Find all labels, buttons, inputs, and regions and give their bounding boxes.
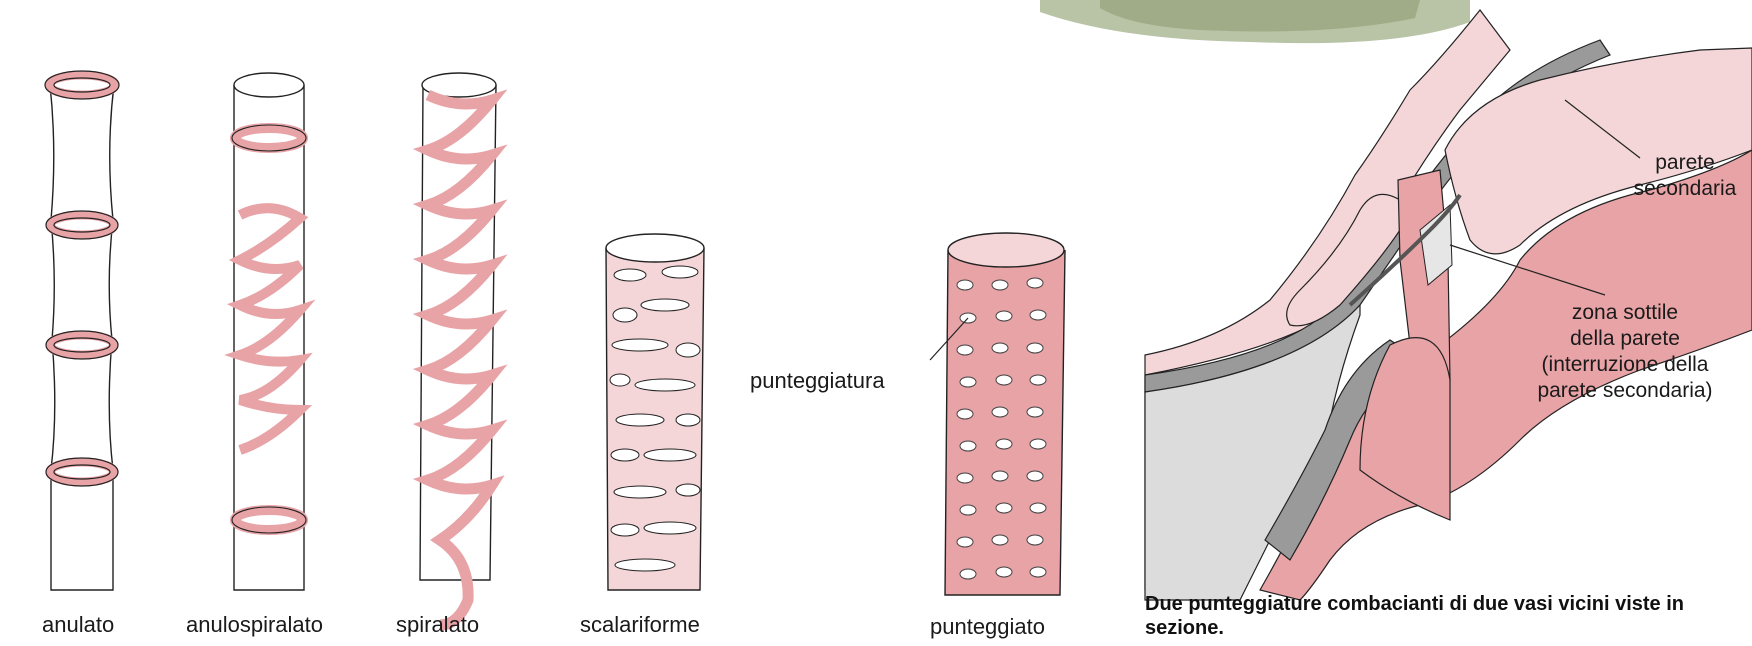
label-thin-zone-line1: zona sottile <box>1500 300 1750 326</box>
label-punteggiato: punteggiato <box>930 616 1045 638</box>
vessel-punteggiato <box>930 233 1065 595</box>
vessel-anulospiralato <box>232 73 306 590</box>
label-spiralato: spiralato <box>396 614 479 636</box>
label-secondary-wall-line1: parete <box>1620 150 1750 176</box>
label-thin-zone-line2: della parete <box>1500 326 1750 352</box>
label-anulato: anulato <box>42 614 114 636</box>
label-secondary-wall: parete secondaria <box>1620 150 1750 202</box>
label-punteggiatura: punteggiatura <box>750 370 885 392</box>
vessel-scalariforme <box>606 234 704 590</box>
vessel-anulato <box>45 71 119 590</box>
section-caption: Due punteggiature combacianti di due vas… <box>1145 592 1745 640</box>
label-secondary-wall-line2: secondaria <box>1620 176 1750 202</box>
label-scalariforme: scalariforme <box>580 614 700 636</box>
label-thin-zone-line3: (interruzione della <box>1500 352 1750 378</box>
vessel-spiralato <box>420 73 496 625</box>
label-thin-zone: zona sottile della parete (interruzione … <box>1500 300 1750 404</box>
label-anulospiralato: anulospiralato <box>186 614 323 636</box>
label-thin-zone-line4: parete secondaria) <box>1500 378 1750 404</box>
photo-fragment <box>1040 0 1470 43</box>
